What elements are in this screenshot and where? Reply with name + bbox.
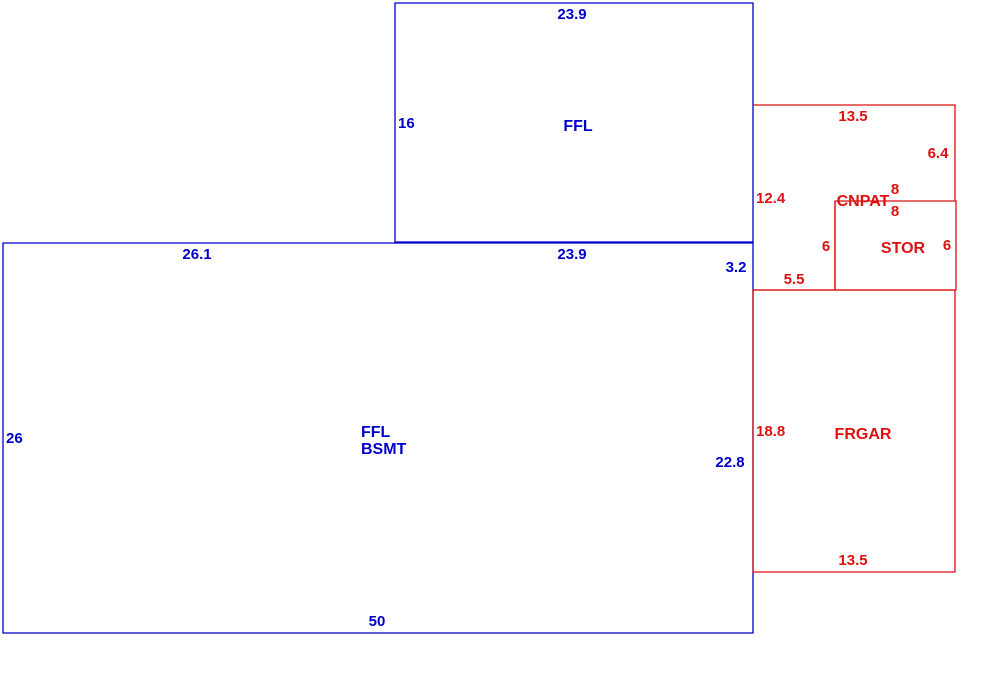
main-structure-group xyxy=(2,2,754,634)
main-bottom-dim: 50 xyxy=(369,613,386,630)
stor-right-dim: 6 xyxy=(943,237,951,254)
frgar-outline xyxy=(752,289,956,573)
stor-area-name: STOR xyxy=(881,240,926,257)
main-structure-labels: 23.9 16 FFL 23.9 26.1 3.2 26 FFL BSMT 22… xyxy=(6,6,746,630)
main-top-dim: 26.1 xyxy=(182,246,211,263)
main-area-name-line2: BSMT xyxy=(361,441,407,458)
cnpat-outline xyxy=(753,104,956,201)
upper-ffl-outline xyxy=(394,2,754,243)
main-area-name-line1: FFL xyxy=(361,424,391,441)
cnpat-inner-side-dim: 6 xyxy=(822,238,830,255)
cnpat-inner-dim-b: 8 xyxy=(891,203,899,220)
cnpat-inner-dim-a: 8 xyxy=(891,181,899,198)
frgar-area-name: FRGAR xyxy=(835,426,892,443)
frgar-left-dim: 18.8 xyxy=(756,423,785,440)
stor-outline xyxy=(834,200,957,291)
cnpat-top-dim: 13.5 xyxy=(838,108,867,125)
main-ffl-bsmt-outline xyxy=(2,242,754,634)
frgar-bottom-dim: 13.5 xyxy=(838,552,867,569)
main-left-dim: 26 xyxy=(6,430,23,447)
cnpat-left-dim: 12.4 xyxy=(756,190,786,207)
upper-ffl-bottom-dim: 23.9 xyxy=(557,246,586,263)
upper-ffl-left-dim: 16 xyxy=(398,115,415,132)
secondary-structure-group xyxy=(752,104,957,573)
secondary-structure-labels: 13.5 6.4 8 12.4 CNPAT 8 6 5.5 STOR 6 18.… xyxy=(756,108,951,569)
main-right-lower-dim: 22.8 xyxy=(715,454,744,471)
cnpat-right-dim: 6.4 xyxy=(928,145,950,162)
upper-ffl-top-dim: 23.9 xyxy=(557,6,586,23)
cnpat-area-name: CNPAT xyxy=(837,193,890,210)
upper-ffl-area-name: FFL xyxy=(563,118,593,135)
cnpat-bottom-dim: 5.5 xyxy=(784,271,805,288)
main-right-upper-dim: 3.2 xyxy=(726,259,747,276)
